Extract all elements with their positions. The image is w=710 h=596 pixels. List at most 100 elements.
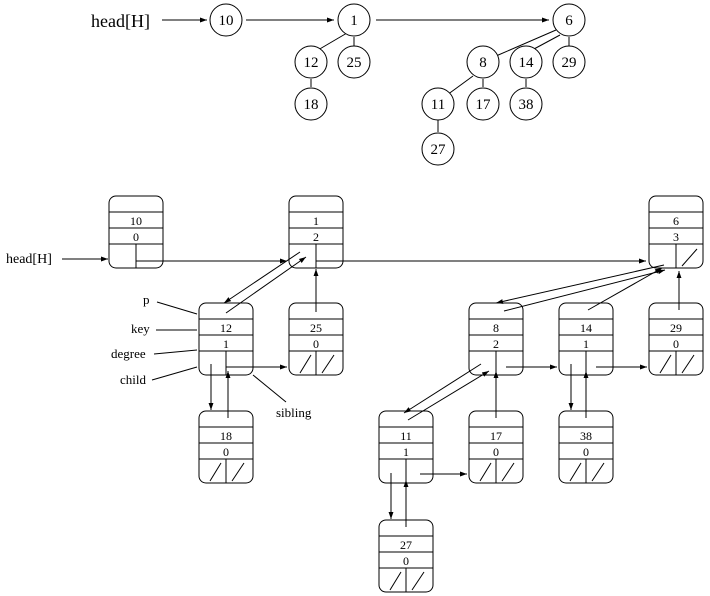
- node-key: 17: [490, 429, 502, 443]
- nil-slash: [569, 462, 582, 482]
- child-link-8-11: [403, 363, 482, 414]
- field-label-child: child: [120, 372, 146, 387]
- node-key: 8: [493, 321, 499, 335]
- top-node-8: [466, 45, 500, 79]
- top-edge: [317, 32, 348, 51]
- node-degree: 0: [673, 337, 679, 351]
- nil-slash: [591, 462, 605, 482]
- field-label-p: p: [143, 292, 150, 307]
- node-degree: 0: [403, 554, 409, 568]
- node-record-17: 170: [468, 410, 524, 484]
- node-key: 11: [400, 429, 412, 443]
- node-key: 14: [580, 321, 592, 335]
- top-node-17-key: 17: [476, 97, 492, 113]
- nil-slash: [681, 248, 698, 267]
- node-key: 38: [580, 429, 592, 443]
- node-degree: 1: [583, 337, 589, 351]
- node-record-11: 111: [378, 410, 434, 484]
- node-record-6: 63: [648, 195, 704, 269]
- top-node-29-key: 29: [562, 55, 577, 71]
- node-record-8: 82: [468, 302, 524, 376]
- node-record-18: 180: [198, 410, 254, 484]
- top-edge: [446, 75, 474, 96]
- nil-slash: [389, 571, 402, 591]
- node-degree: 0: [223, 445, 229, 459]
- top-node-25: [337, 45, 371, 79]
- node-record-29: 290: [648, 302, 704, 376]
- node-degree: 0: [313, 337, 319, 351]
- nil-slash: [321, 354, 335, 374]
- parent-link-8-6: [503, 269, 666, 312]
- top-node-6: [552, 3, 586, 37]
- top-node-14-key: 14: [519, 55, 535, 71]
- top-node-14: [509, 45, 543, 79]
- top-node-12: [294, 45, 328, 79]
- node-degree: 2: [493, 337, 499, 351]
- node-key: 1: [313, 214, 319, 228]
- nil-slash: [501, 462, 515, 482]
- top-node-38-key: 38: [519, 97, 534, 113]
- nil-slash: [479, 462, 492, 482]
- top-node-18: [294, 87, 328, 121]
- field-label-key: key: [131, 321, 150, 336]
- nil-slash: [299, 354, 312, 374]
- top-node-29: [552, 45, 586, 79]
- node-record-25: 250: [288, 302, 344, 376]
- top-node-10: [209, 3, 243, 37]
- field-label-sibling: sibling: [276, 405, 312, 420]
- node-key: 10: [130, 214, 142, 228]
- nil-slash: [659, 354, 672, 374]
- nil-slash: [209, 462, 222, 482]
- node-key: 29: [670, 321, 682, 335]
- top-node-27-key: 27: [431, 142, 447, 158]
- node-key: 12: [220, 321, 232, 335]
- top-node-25-key: 25: [347, 55, 362, 71]
- node-key: 27: [400, 538, 412, 552]
- node-record-1: 12: [288, 195, 344, 269]
- node-record-10: 100: [108, 195, 164, 269]
- node-degree: 0: [493, 445, 499, 459]
- field-callout-p: [156, 301, 198, 315]
- nil-slash: [681, 354, 695, 374]
- parent-link-14-6: [587, 267, 663, 311]
- field-callout-degree: [153, 349, 198, 355]
- node-record-38: 380: [558, 410, 614, 484]
- top-node-11-key: 11: [431, 97, 445, 113]
- top-node-1: [337, 3, 371, 37]
- node-record-12: 121: [198, 302, 254, 376]
- node-degree: 1: [403, 445, 409, 459]
- top-node-17: [466, 87, 500, 121]
- parent-link-12-1: [225, 256, 307, 314]
- node-degree: 0: [583, 445, 589, 459]
- top-node-12-key: 12: [304, 55, 319, 71]
- top-node-8-key: 8: [479, 55, 487, 71]
- node-degree: 3: [673, 230, 679, 244]
- top-node-27: [421, 132, 455, 166]
- node-degree: 2: [313, 230, 319, 244]
- field-label-degree: degree: [111, 346, 146, 361]
- node-key: 25: [310, 321, 322, 335]
- node-key: 6: [673, 214, 679, 228]
- node-record-14: 141: [558, 302, 614, 376]
- top-head-label: head[H]: [91, 11, 150, 31]
- node-degree: 0: [133, 230, 139, 244]
- top-node-11: [421, 87, 455, 121]
- field-callout-sibling: [252, 374, 287, 403]
- nil-slash: [231, 462, 245, 482]
- top-node-38: [509, 87, 543, 121]
- heap-tree-view: head[H] 10 1 6 12 25 18 8 14: [91, 3, 586, 166]
- top-node-18-key: 18: [304, 97, 319, 113]
- top-node-1-key: 1: [350, 13, 358, 29]
- node-record-27: 270: [378, 519, 434, 593]
- nil-slash: [411, 571, 425, 591]
- field-callout-child: [151, 366, 198, 381]
- node-key: 18: [220, 429, 232, 443]
- top-edge: [495, 29, 557, 57]
- parent-link-11-8: [407, 370, 490, 421]
- top-node-10-key: 10: [219, 13, 234, 29]
- top-edge: [533, 34, 561, 50]
- top-node-6-key: 6: [565, 13, 573, 29]
